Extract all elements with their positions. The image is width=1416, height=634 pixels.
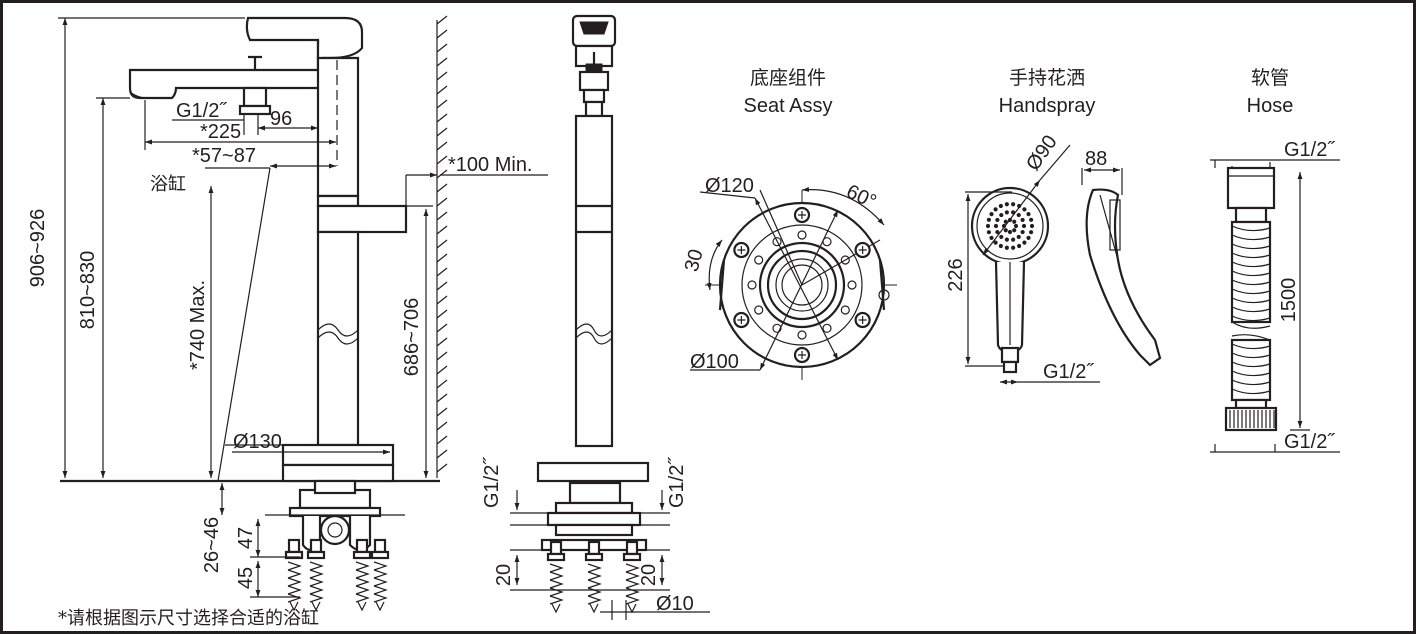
dim-max-rim: *740 Max.	[187, 280, 209, 370]
seat-title-cn: 底座组件	[750, 67, 826, 89]
dim-96: 96	[270, 108, 292, 130]
handle-lever	[245, 16, 364, 60]
spray-dim-d90: Ø90	[1022, 131, 1062, 175]
floor-mounting-assembly	[265, 479, 405, 552]
side-view	[510, 14, 710, 620]
side-g-left: G1/2˝	[481, 457, 503, 508]
dim-spout-height: 810~830	[77, 251, 99, 329]
hose-title-cn: 软管	[1251, 67, 1289, 89]
spray-side-profile	[1085, 188, 1162, 367]
dim-57-87: *57~87	[192, 145, 256, 167]
side-g-right: G1/2˝	[666, 457, 688, 508]
faucet-body-upper	[316, 56, 360, 198]
side-dim-20-right: 20	[638, 564, 660, 586]
side-column	[574, 114, 614, 448]
hose-top-nut	[1226, 166, 1276, 210]
spout	[128, 40, 330, 100]
spray-dim-226: 226	[945, 258, 967, 291]
seat-angle-60: 60°	[843, 181, 880, 214]
label-bathtub: 浴缸	[150, 173, 186, 195]
tub-rim-line	[217, 167, 271, 482]
dim-225: *225	[200, 121, 241, 143]
dim-base-diameter: Ø130	[233, 431, 282, 453]
hose-dim-length: 1500	[1278, 278, 1300, 323]
hose-body-upper	[1230, 220, 1272, 324]
seat-dim-d120: Ø120	[705, 175, 754, 197]
inlet-fitting	[238, 104, 272, 116]
handspray-title-en: Handspray	[999, 95, 1096, 117]
seat-dim-d100: Ø100	[690, 351, 739, 373]
dim-26-46: 26~46	[201, 517, 223, 573]
dim-inlet-thread: G1/2˝	[176, 100, 227, 122]
side-dim-d10: Ø10	[656, 593, 694, 615]
hose-drawing	[1210, 159, 1340, 453]
hose-title-en: Hose	[1247, 95, 1294, 117]
spray-dim-thread: G1/2˝	[1043, 361, 1094, 383]
hose-dim-g-top: G1/2˝	[1284, 139, 1335, 161]
front-view	[58, 15, 548, 612]
dim-45: 45	[235, 567, 257, 589]
hose-dim-g-bottom: G1/2˝	[1284, 431, 1335, 453]
dim-100-min: *100 Min.	[448, 154, 533, 176]
seat-title-en: Seat Assy	[744, 95, 833, 117]
faucet-base-plate	[281, 443, 395, 467]
seat-angle-30: 30	[681, 247, 708, 274]
dim-total-height: 906~926	[27, 209, 49, 287]
footnote: *请根据图示尺寸选择合适的浴缸	[58, 607, 319, 629]
dim-47: 47	[235, 527, 257, 549]
side-dim-20-left: 20	[493, 564, 515, 586]
spray-head	[970, 186, 1050, 266]
body-clamp	[316, 204, 408, 234]
handspray-title-cn: 手持花洒	[1009, 67, 1085, 89]
wall-hatch	[436, 15, 448, 473]
hose-body-lower	[1230, 338, 1272, 402]
handspray-drawing	[965, 144, 1162, 385]
side-base-plate	[536, 461, 650, 483]
dim-body-height: 686~706	[401, 298, 423, 376]
spray-dim-88: 88	[1085, 148, 1107, 170]
